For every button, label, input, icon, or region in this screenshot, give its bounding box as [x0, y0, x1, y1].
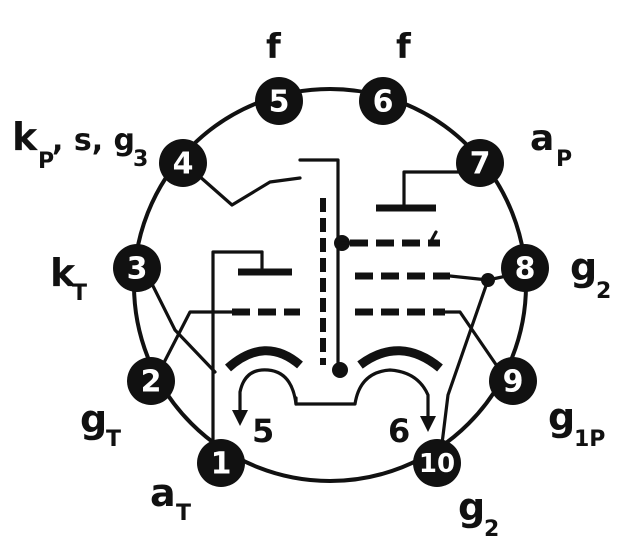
svg-text:P: P [556, 147, 572, 172]
triode-anode-lead [211, 250, 264, 470]
junction-dot-cathode-bottom [332, 362, 348, 378]
pin-4: 4 [159, 139, 207, 187]
label-pin5: f [266, 27, 282, 67]
svg-text:8: 8 [515, 252, 536, 287]
svg-text:2: 2 [141, 365, 162, 400]
svg-text:6: 6 [373, 85, 394, 120]
svg-text:9: 9 [503, 365, 524, 400]
label-pin6: f [396, 27, 412, 67]
svg-text:2: 2 [484, 517, 499, 542]
svg-text:g: g [570, 245, 597, 289]
svg-text:g: g [548, 395, 575, 439]
svg-text:1: 1 [211, 447, 232, 482]
svg-text:3: 3 [127, 252, 148, 287]
wire-pin9-to-control-grid [443, 310, 512, 387]
pin-9: 9 [489, 357, 537, 405]
svg-text:g: g [458, 485, 485, 529]
pin-10: 10 [413, 439, 461, 487]
svg-text:T: T [72, 281, 87, 306]
svg-text:a: a [530, 118, 554, 159]
pin-5: 5 [255, 77, 303, 125]
svg-text:7: 7 [470, 147, 491, 182]
arrow-right-icon [420, 416, 436, 432]
heater-label-left: 5 [252, 412, 274, 450]
pin-8: 8 [501, 244, 549, 292]
heater-label-right: 6 [388, 412, 410, 450]
pin-3: 3 [113, 244, 161, 292]
svg-text:g: g [80, 397, 107, 441]
svg-text:, s, g: , s, g [52, 123, 135, 158]
pin-1: 1 [197, 439, 245, 487]
svg-text:a: a [150, 471, 176, 515]
svg-text:P: P [38, 149, 54, 174]
label-pin9: g 1P [548, 395, 605, 452]
pin-7: 7 [456, 139, 504, 187]
label-pin1: a T [150, 471, 191, 526]
cathode-lead [298, 158, 340, 372]
svg-text:10: 10 [419, 449, 455, 479]
svg-text:k: k [12, 115, 38, 159]
wire-pin10-to-screen-grid [438, 278, 490, 462]
svg-text:4: 4 [173, 147, 194, 182]
svg-text:3: 3 [133, 147, 148, 172]
label-pin7: a P [530, 118, 572, 172]
label-pin10: g 2 [458, 485, 499, 542]
heater-loop-left [238, 368, 430, 422]
heater-arc-right [357, 346, 443, 372]
label-pin4: k P , s, g 3 [12, 115, 148, 174]
svg-text:2: 2 [596, 279, 611, 304]
wire-pin2-to-triode-grid [153, 310, 234, 382]
wire-pin3-to-triode-cathode [143, 268, 217, 374]
label-pin8: g 2 [570, 245, 611, 304]
svg-text:T: T [106, 427, 121, 452]
svg-text:k: k [50, 251, 76, 295]
pin-6: 6 [359, 77, 407, 125]
heater-arc-left [225, 346, 303, 372]
wire-pin7-to-anode [402, 170, 475, 207]
svg-text:1P: 1P [574, 427, 605, 452]
arrow-left-icon [232, 410, 248, 426]
wire-suppressor-up [428, 230, 438, 245]
label-pin3: k T [50, 251, 87, 306]
svg-text:5: 5 [269, 85, 290, 120]
svg-text:T: T [176, 501, 191, 526]
wire-pin4-to-cathode [188, 166, 302, 207]
label-pin2: g T [80, 397, 121, 452]
pin-2: 2 [127, 357, 175, 405]
